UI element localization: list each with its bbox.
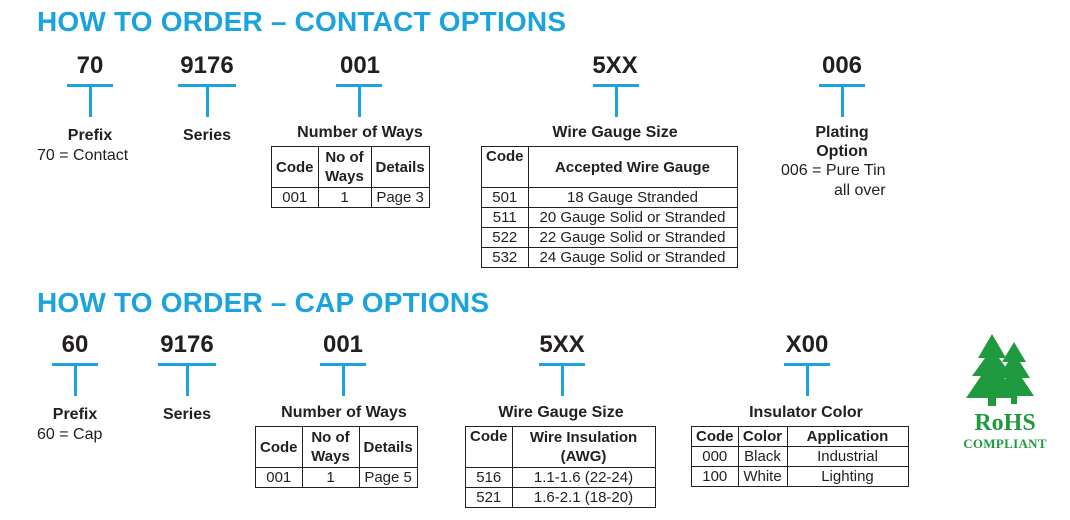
table-header-row: Code No of Ways Details <box>271 146 430 188</box>
table-header-row: Code Accepted Wire Gauge <box>481 146 738 188</box>
table-row: 532 24 Gauge Solid or Stranded <box>481 247 738 268</box>
contact-ways-bracket <box>336 84 382 117</box>
table-cell: 532 <box>481 247 529 268</box>
cap-ways-label: Number of Ways <box>281 404 407 421</box>
contact-gauge-table: Code Accepted Wire Gauge 501 18 Gauge St… <box>481 146 738 268</box>
cap-ways-table: Code No of Ways Details 001 1 Page 5 <box>255 426 418 488</box>
table-cell: 516 <box>465 467 513 488</box>
table-cell: 22 Gauge Solid or Stranded <box>527 227 738 248</box>
table-cell: 001 <box>271 187 319 208</box>
rohs-logo: RoHS COMPLIANT <box>950 332 1060 457</box>
table-row: 100 White Lighting <box>691 466 909 487</box>
table-row: 000 Black Industrial <box>691 446 909 467</box>
cap-gauge-bracket <box>539 363 585 396</box>
table-header: Accepted Wire Gauge <box>527 146 738 188</box>
table-header: Code <box>465 426 513 468</box>
table-row: 511 20 Gauge Solid or Stranded <box>481 207 738 228</box>
table-header: Code <box>255 426 303 468</box>
table-header: No of Ways <box>317 146 372 188</box>
cap-prefix-bracket <box>52 363 98 396</box>
table-cell: 501 <box>481 187 529 208</box>
table-header: Details <box>370 146 430 188</box>
table-header: Color <box>737 426 788 447</box>
cap-ways-code: 001 <box>322 331 364 358</box>
table-row: 516 1.1-1.6 (22-24) <box>465 467 656 488</box>
contact-gauge-label: Wire Gauge Size <box>552 124 678 141</box>
cap-heading: HOW TO ORDER – CAP OPTIONS <box>37 287 490 318</box>
contact-plating-code: 006 <box>821 52 863 79</box>
table-cell: Page 5 <box>358 467 418 488</box>
contact-heading: HOW TO ORDER – CONTACT OPTIONS <box>37 6 567 37</box>
table-cell: 1 <box>301 467 360 488</box>
contact-prefix-bracket <box>67 84 113 117</box>
table-cell: 18 Gauge Stranded <box>527 187 738 208</box>
cap-series-code: 9176 <box>160 331 214 358</box>
pine-trees-icon <box>966 334 1034 406</box>
contact-ways-code: 001 <box>339 52 381 79</box>
contact-plating-desc-1: 006 = Pure Tin <box>781 162 886 179</box>
contact-prefix-code: 70 <box>76 52 104 79</box>
contact-series-code: 9176 <box>180 52 234 79</box>
table-header: Code <box>691 426 739 447</box>
table-cell: 001 <box>255 467 303 488</box>
contact-gauge-code: 5XX <box>592 52 638 79</box>
cap-color-label: Insulator Color <box>749 404 863 421</box>
table-cell: 100 <box>691 466 739 487</box>
cap-gauge-label: Wire Gauge Size <box>498 404 624 421</box>
table-row: 521 1.6-2.1 (18-20) <box>465 487 656 508</box>
table-header-row: Code Color Application <box>691 426 909 447</box>
table-cell: 1 <box>317 187 372 208</box>
contact-prefix-label: Prefix <box>67 127 113 144</box>
contact-plating-bracket <box>819 84 865 117</box>
table-row: 501 18 Gauge Stranded <box>481 187 738 208</box>
cap-prefix-code: 60 <box>61 331 89 358</box>
contact-ways-label: Number of Ways <box>297 124 423 141</box>
table-row: 001 1 Page 3 <box>271 187 430 208</box>
cap-prefix-desc: 60 = Cap <box>37 426 103 443</box>
table-cell: 1.1-1.6 (22-24) <box>511 467 656 488</box>
rohs-subtitle: COMPLIANT <box>963 436 1047 451</box>
table-cell: 1.6-2.1 (18-20) <box>511 487 656 508</box>
contact-ways-table: Code No of Ways Details 001 1 Page 3 <box>271 146 430 208</box>
table-header: No of Ways <box>301 426 360 468</box>
table-cell: 20 Gauge Solid or Stranded <box>527 207 738 228</box>
cap-series-label: Series <box>162 406 212 423</box>
table-header: Wire Insulation (AWG) <box>511 426 656 468</box>
contact-series-label: Series <box>182 127 232 144</box>
cap-gauge-code: 5XX <box>539 331 585 358</box>
table-cell: Page 3 <box>370 187 430 208</box>
table-header: Code <box>271 146 319 188</box>
table-header-row: Code Wire Insulation (AWG) <box>465 426 656 468</box>
table-cell: Industrial <box>786 446 909 467</box>
contact-plating-label-2: Option <box>816 143 868 160</box>
table-row: 522 22 Gauge Solid or Stranded <box>481 227 738 248</box>
contact-plating-label-1: Plating <box>815 124 869 141</box>
table-header: Application <box>786 426 909 447</box>
cap-color-bracket <box>784 363 830 396</box>
cap-gauge-table: Code Wire Insulation (AWG) 516 1.1-1.6 (… <box>465 426 656 508</box>
table-header-row: Code No of Ways Details <box>255 426 418 468</box>
table-row: 001 1 Page 5 <box>255 467 418 488</box>
cap-color-code: X00 <box>785 331 829 358</box>
table-cell: 000 <box>691 446 739 467</box>
contact-series-bracket <box>178 84 236 117</box>
contact-prefix-desc: 70 = Contact <box>37 147 129 164</box>
contact-plating-desc-2: all over <box>834 182 886 199</box>
table-cell: Lighting <box>786 466 909 487</box>
table-cell: 521 <box>465 487 513 508</box>
table-header: Details <box>358 426 418 468</box>
table-header: Code <box>481 146 529 188</box>
table-cell: 522 <box>481 227 529 248</box>
table-cell: 511 <box>481 207 529 228</box>
cap-ways-bracket <box>320 363 366 396</box>
cap-color-table: Code Color Application 000 Black Industr… <box>691 426 909 487</box>
table-cell: White <box>737 466 788 487</box>
table-cell: 24 Gauge Solid or Stranded <box>527 247 738 268</box>
table-cell: Black <box>737 446 788 467</box>
cap-prefix-label: Prefix <box>52 406 98 423</box>
rohs-title: RoHS <box>974 410 1036 436</box>
cap-series-bracket <box>158 363 216 396</box>
contact-gauge-bracket <box>593 84 639 117</box>
